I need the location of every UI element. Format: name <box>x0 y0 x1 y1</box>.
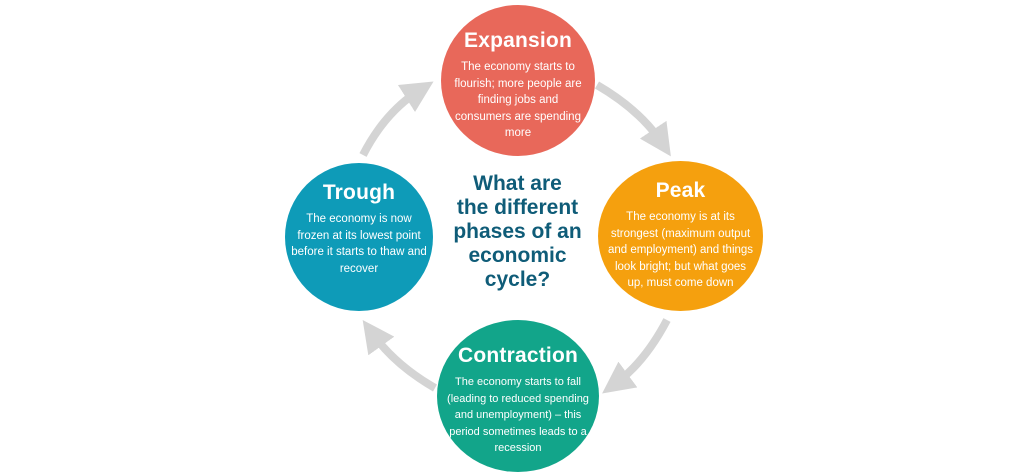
phase-description: The economy is at its strongest (maximum… <box>607 211 754 289</box>
arrow-contraction-to-trough <box>362 320 437 392</box>
arrow-trough-to-expansion <box>359 81 434 157</box>
question-line: the different <box>456 196 579 219</box>
phase-contraction: Contraction The economy starts to fall (… <box>437 320 599 472</box>
question-line: cycle? <box>484 268 551 291</box>
phase-title: Trough <box>322 181 396 204</box>
question-line: What are <box>473 172 562 195</box>
phase-title: Expansion <box>464 29 572 52</box>
arrow-expansion-to-peak <box>594 81 671 157</box>
phase-peak: Peak The economy is at its strongest (ma… <box>598 161 763 311</box>
phase-trough: Trough The economy is now frozen at its … <box>285 163 433 311</box>
arrow-peak-to-contraction <box>602 318 671 394</box>
phase-description: The economy starts to flourish; more peo… <box>454 61 582 139</box>
phase-description: The economy starts to fall (leading to r… <box>447 376 589 454</box>
phase-title: Contraction <box>457 344 579 367</box>
phase-expansion: Expansion The economy starts to flourish… <box>441 5 595 156</box>
question-line: phases of an <box>453 220 582 243</box>
phase-description: The economy is now frozen at its lowest … <box>291 213 427 275</box>
question-line: economic <box>468 244 567 267</box>
phase-title: Peak <box>655 179 706 202</box>
center-question: What are the different phases of an econ… <box>440 172 595 292</box>
